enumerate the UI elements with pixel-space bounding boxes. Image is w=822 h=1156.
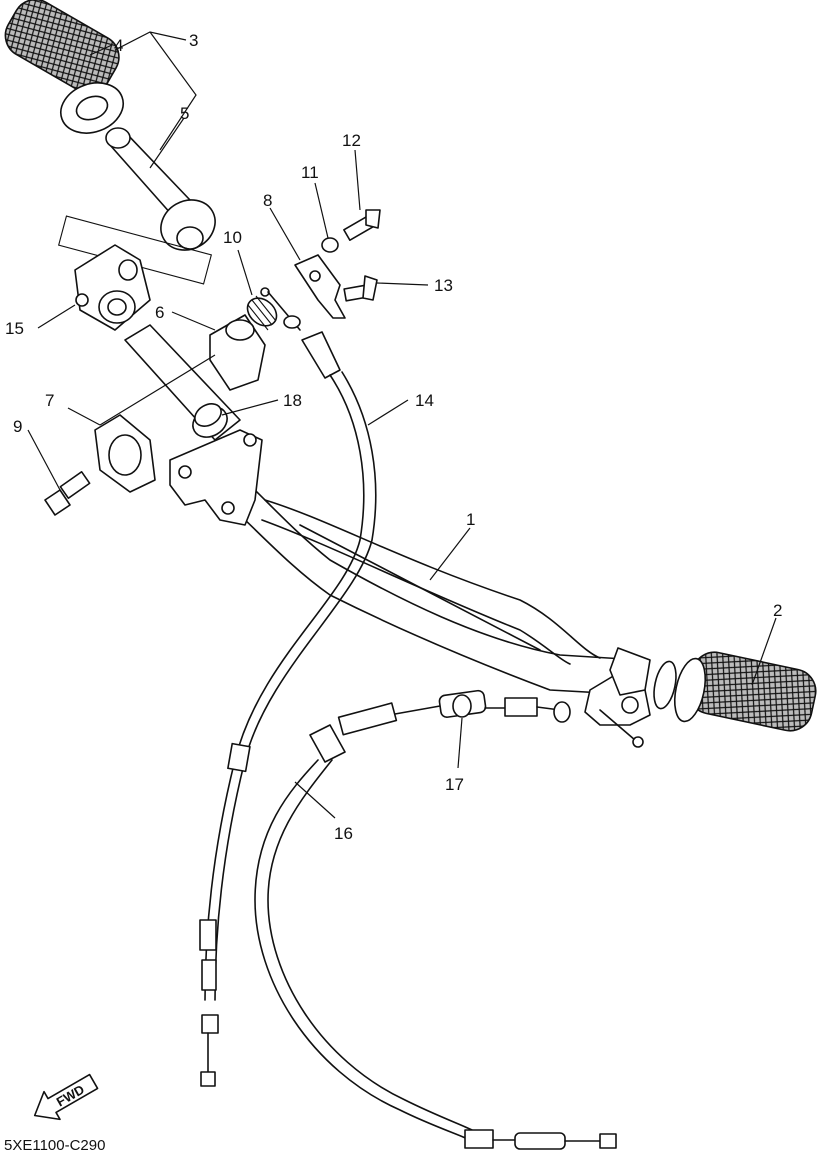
callout-16: 16 bbox=[334, 824, 353, 843]
callout-12: 12 bbox=[342, 131, 361, 150]
bushing-18 bbox=[194, 403, 222, 427]
callout-5: 5 bbox=[180, 104, 189, 123]
callout-1: 1 bbox=[466, 510, 475, 529]
screw-12 bbox=[343, 209, 381, 241]
throttle-cable bbox=[199, 331, 377, 1087]
clutch-lever-holder bbox=[584, 647, 651, 748]
callout-2: 2 bbox=[773, 601, 782, 620]
clutch-cable bbox=[254, 702, 617, 1150]
diagram-code: 5XE1100-C290 bbox=[4, 1137, 105, 1154]
cable-guide-plate bbox=[294, 254, 346, 319]
lower-holder bbox=[94, 414, 156, 493]
callout-17: 17 bbox=[445, 775, 464, 794]
upper-holder bbox=[209, 314, 266, 391]
left-grip bbox=[4, 0, 124, 134]
callout-14: 14 bbox=[415, 391, 434, 410]
callout-4: 4 bbox=[114, 36, 123, 55]
callout-18: 18 bbox=[283, 391, 302, 410]
bar-mount-bracket bbox=[169, 429, 263, 526]
callout-15: 15 bbox=[5, 319, 24, 338]
callout-6: 6 bbox=[155, 303, 164, 322]
callout-10: 10 bbox=[223, 228, 242, 247]
throttle-housing bbox=[74, 244, 151, 331]
screw-13 bbox=[343, 275, 378, 302]
callout-7: 7 bbox=[45, 391, 54, 410]
callout-8: 8 bbox=[263, 191, 272, 210]
callout-9: 9 bbox=[13, 417, 22, 436]
collar-11 bbox=[321, 237, 339, 253]
fwd-arrow: FWD bbox=[33, 1073, 99, 1121]
callout-11: 11 bbox=[301, 163, 319, 182]
callout-3: 3 bbox=[189, 31, 198, 50]
leader-lines bbox=[27, 31, 777, 819]
callout-13: 13 bbox=[434, 276, 453, 295]
handlebar bbox=[199, 454, 641, 696]
clutch-adjuster bbox=[438, 689, 571, 723]
cable-adjuster-10 bbox=[246, 287, 301, 331]
callout-labels: 1 2 3 4 5 6 7 8 9 10 11 12 13 14 15 16 1… bbox=[5, 31, 782, 843]
throttle-grip-tube bbox=[57, 127, 216, 285]
bolt-9 bbox=[44, 471, 91, 516]
right-grip bbox=[653, 651, 817, 732]
